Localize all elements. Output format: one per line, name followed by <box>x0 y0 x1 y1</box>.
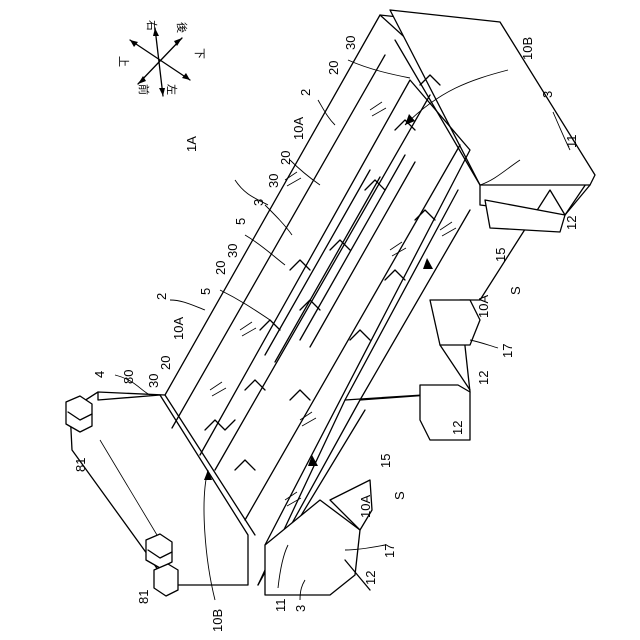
drawing-body: 右 後 上 下 前 左 <box>66 10 595 632</box>
label-12-mid: 12 <box>476 371 491 385</box>
label-2-top: 2 <box>298 89 313 96</box>
label-2-left: 2 <box>154 293 169 300</box>
direction-compass: 右 後 上 下 前 左 <box>117 20 206 96</box>
label-1A: 1A <box>184 136 199 152</box>
label-30-low: 30 <box>225 244 240 258</box>
label-30-left: 30 <box>146 374 161 388</box>
label-5-lower: 5 <box>198 288 213 295</box>
label-15-bottom: 15 <box>378 454 393 468</box>
label-17-right: 17 <box>500 344 515 358</box>
label-11-right: 11 <box>564 135 579 149</box>
end-plate-4 <box>66 392 255 596</box>
label-3-bottom: 3 <box>293 605 308 612</box>
dir-left: 左 <box>165 84 178 95</box>
dir-front: 前 <box>137 84 151 95</box>
label-12-lower: 12 <box>450 421 465 435</box>
label-81-bottom: 81 <box>136 590 151 604</box>
label-5-upper: 5 <box>233 218 248 225</box>
label-12-right: 12 <box>564 216 579 230</box>
label-20-left: 20 <box>158 356 173 370</box>
label-10A-right: 10A <box>476 295 491 318</box>
dir-down: 下 <box>193 48 206 59</box>
label-10A-left: 10A <box>171 317 186 340</box>
label-80: 80 <box>121 370 136 384</box>
label-3-right: 3 <box>540 91 555 98</box>
label-17-bottom: 17 <box>382 544 397 558</box>
label-30-mid: 30 <box>266 174 281 188</box>
label-20-low: 20 <box>213 261 228 275</box>
dir-back: 後 <box>175 22 189 33</box>
label-10B-bottom: 10B <box>210 609 225 632</box>
label-S-bottom: S <box>392 491 407 500</box>
label-20-mid: 20 <box>278 151 293 165</box>
label-11-bottom: 11 <box>273 599 288 613</box>
label-10A-bottom: 10A <box>358 495 373 518</box>
label-81-top: 81 <box>73 458 88 472</box>
label-12-bottom: 12 <box>363 571 378 585</box>
label-10A-top: 10A <box>291 117 306 140</box>
label-10B-top: 10B <box>520 37 535 60</box>
label-3-top: 3 <box>251 199 266 206</box>
dir-up: 上 <box>117 56 130 67</box>
label-15-right: 15 <box>493 248 508 262</box>
label-30-top: 30 <box>343 36 358 50</box>
label-S-right: S <box>508 286 523 295</box>
label-4: 4 <box>92 371 107 378</box>
dir-right: 右 <box>145 20 159 31</box>
partitions <box>205 75 456 506</box>
label-20-top: 20 <box>326 61 341 75</box>
